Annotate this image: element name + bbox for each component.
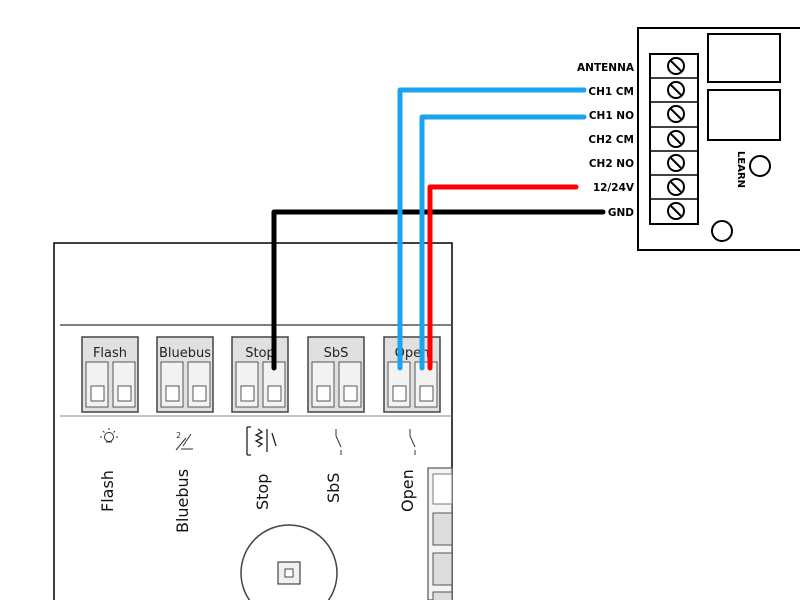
terminal-label-ch2-cm: CH2 CM — [588, 134, 634, 146]
control-board: Flash Bluebus Stop SbS — [53, 242, 453, 604]
bottom-label-stop: Stop — [253, 474, 272, 510]
bottom-label-flash: Flash — [98, 470, 117, 512]
terminal-label-gnd: GND — [608, 207, 634, 219]
relay-1 — [707, 33, 781, 83]
bottom-label-bluebus: Bluebus — [173, 469, 192, 533]
terminal-block-label: SbS — [324, 346, 349, 361]
relay-2 — [707, 89, 781, 141]
lamp-icon — [100, 428, 118, 443]
stop-switch-icon — [246, 426, 277, 456]
side-connector — [427, 467, 453, 603]
wire-ch1-no-blue — [419, 114, 587, 371]
wire-ch1-cm-blue — [397, 87, 587, 371]
bottom-label-open: Open — [398, 469, 417, 512]
terminal-block-sbs: SbS — [307, 336, 365, 413]
learn-button[interactable] — [749, 155, 771, 177]
terminal-block-label: Flash — [93, 346, 127, 361]
open-switch-icon — [409, 429, 416, 455]
terminal-label-12-24v: 12/24V — [593, 182, 635, 194]
wire-gnd-black — [271, 209, 606, 371]
terminal-label-ch2-no: CH2 NO — [589, 158, 634, 170]
terminal-block-label: Bluebus — [159, 346, 211, 361]
bluebus-symbol: 2 — [176, 431, 181, 440]
bluebus-icon — [175, 433, 193, 451]
terminal-label-antenna: ANTENNA — [577, 62, 635, 74]
led-indicator — [711, 220, 733, 242]
terminal-block-bluebus: Bluebus — [156, 336, 214, 413]
round-sensor — [240, 524, 338, 604]
learn-label: LEARN — [735, 151, 746, 188]
sbs-switch-icon — [335, 429, 342, 455]
screw-terminal — [650, 77, 698, 200]
terminal-block-flash: Flash — [81, 336, 139, 413]
terminal-block-stop: Stop — [231, 336, 289, 413]
terminal-label-ch1-cm: CH1 CM — [588, 86, 634, 98]
terminal-block-label: Stop — [245, 346, 275, 361]
receiver-module: LEARN ANTENNA CH1 CM CH1 NO CH2 CM CH2 N… — [577, 27, 800, 251]
terminal-label-ch1-no: CH1 NO — [589, 110, 634, 122]
wire-12-24v-red — [427, 184, 579, 371]
wires — [271, 87, 606, 371]
bottom-label-sbs: SbS — [324, 473, 343, 503]
